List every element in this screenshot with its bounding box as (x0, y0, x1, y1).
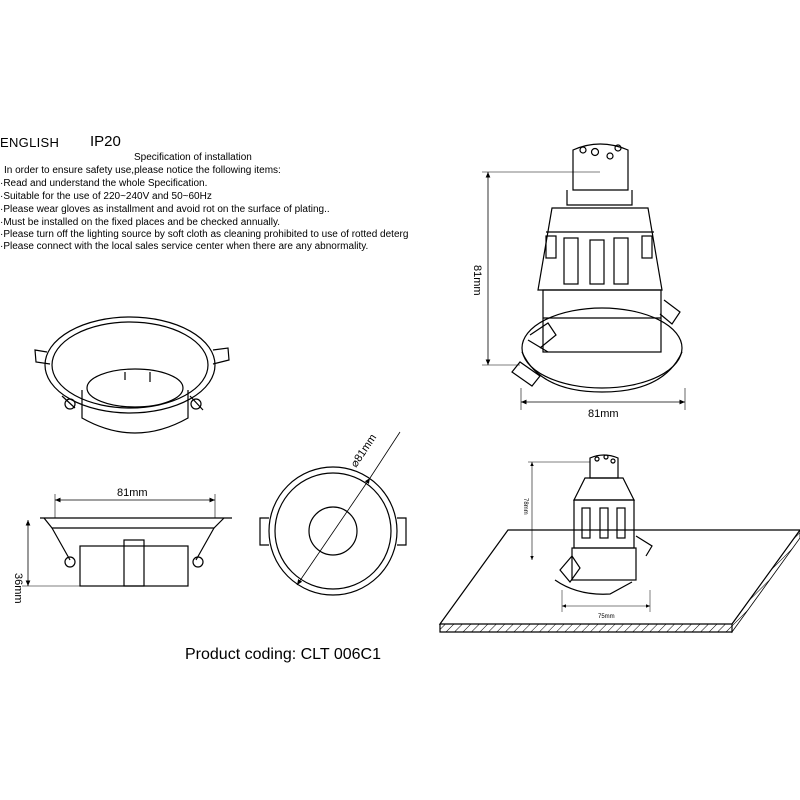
installed-view (438, 454, 800, 634)
ip-rating: IP20 (90, 133, 121, 150)
spec-item: ·Must be installed on the fixed places a… (0, 217, 280, 228)
ring-perspective-view (34, 316, 230, 434)
spec-intro: In order to ensure safety use,please not… (4, 165, 281, 176)
side-width-label: 81mm (117, 487, 148, 499)
side-height-label: 36mm (12, 573, 24, 604)
spec-item: ·Suitable for the use of 220~240V and 50… (0, 191, 212, 202)
spec-item: ·Please turn off the lighting source by … (0, 229, 409, 240)
language-label: ENGLISH (0, 135, 60, 150)
side-view (22, 494, 232, 587)
spec-item: ·Please wear gloves as installment and a… (0, 204, 330, 215)
lamp-height-label: 81mm (471, 265, 483, 296)
lamp-view (482, 143, 686, 410)
product-coding: Product coding: CLT 006C1 (185, 646, 381, 663)
installed-width-label: 75mm (598, 614, 615, 620)
top-diameter-label: ⌀81mm (349, 432, 380, 470)
spec-item: ·Please connect with the local sales ser… (0, 241, 369, 252)
installed-height-label: 78mm (522, 498, 528, 515)
lamp-width-label: 81mm (588, 408, 619, 420)
spec-item: ·Read and understand the whole Specifica… (0, 178, 208, 189)
top-view (259, 431, 407, 596)
spec-title: Specification of installation (134, 152, 252, 163)
